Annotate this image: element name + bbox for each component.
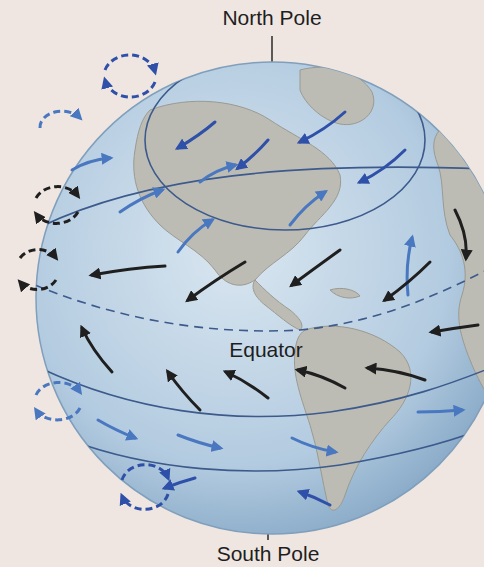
cell-arrow	[40, 111, 80, 128]
wind-arrow	[178, 122, 215, 148]
wind-arrow	[200, 165, 235, 182]
wind-arrow	[98, 420, 135, 438]
wind-arrow	[292, 250, 340, 285]
pole-line	[271, 36, 273, 64]
cell-arrow	[105, 55, 155, 72]
wind-arrow	[292, 438, 335, 452]
wind-arrow	[178, 435, 220, 448]
latitude-line	[30, 167, 484, 232]
wind-arrow	[432, 325, 478, 332]
cell-arrow	[36, 383, 80, 395]
wind-arrow	[168, 372, 200, 410]
wind-arrow	[82, 328, 112, 372]
wind-arrow	[92, 266, 165, 275]
wind-arrow	[368, 368, 425, 380]
wind-arrow	[188, 262, 245, 300]
cell-arrow	[105, 80, 155, 97]
wind-arrow	[72, 158, 110, 170]
wind-arrow	[226, 372, 268, 398]
cell-arrow	[20, 280, 56, 290]
wind-arrow	[300, 492, 330, 505]
latitude-line	[40, 360, 484, 417]
cell-arrow	[36, 408, 80, 420]
globe-label: South Pole	[217, 542, 320, 565]
latitude-line	[145, 50, 425, 230]
wind-arrow	[165, 478, 195, 488]
cell-arrow	[122, 465, 168, 480]
cell-arrow	[36, 187, 78, 198]
wind-arrow	[238, 140, 268, 168]
wind-arrow	[385, 262, 430, 300]
cell-arrow	[36, 212, 78, 223]
cell-arrow	[122, 494, 168, 509]
wind-arrow	[298, 370, 345, 388]
wind-arrow	[418, 410, 462, 412]
wind-arrow	[455, 210, 466, 258]
wind-arrow	[407, 238, 412, 295]
globe	[36, 62, 484, 534]
wind-arrow	[360, 150, 405, 182]
land	[134, 67, 484, 510]
globe-label: North Pole	[222, 6, 321, 29]
wind-arrow	[120, 190, 162, 212]
wind-arrow	[300, 112, 345, 142]
equator-line	[35, 258, 484, 331]
wind-arrow	[178, 220, 212, 252]
globe-label: Equator	[229, 338, 303, 361]
wind-arrow	[290, 192, 325, 225]
cell-arrow	[20, 249, 56, 258]
